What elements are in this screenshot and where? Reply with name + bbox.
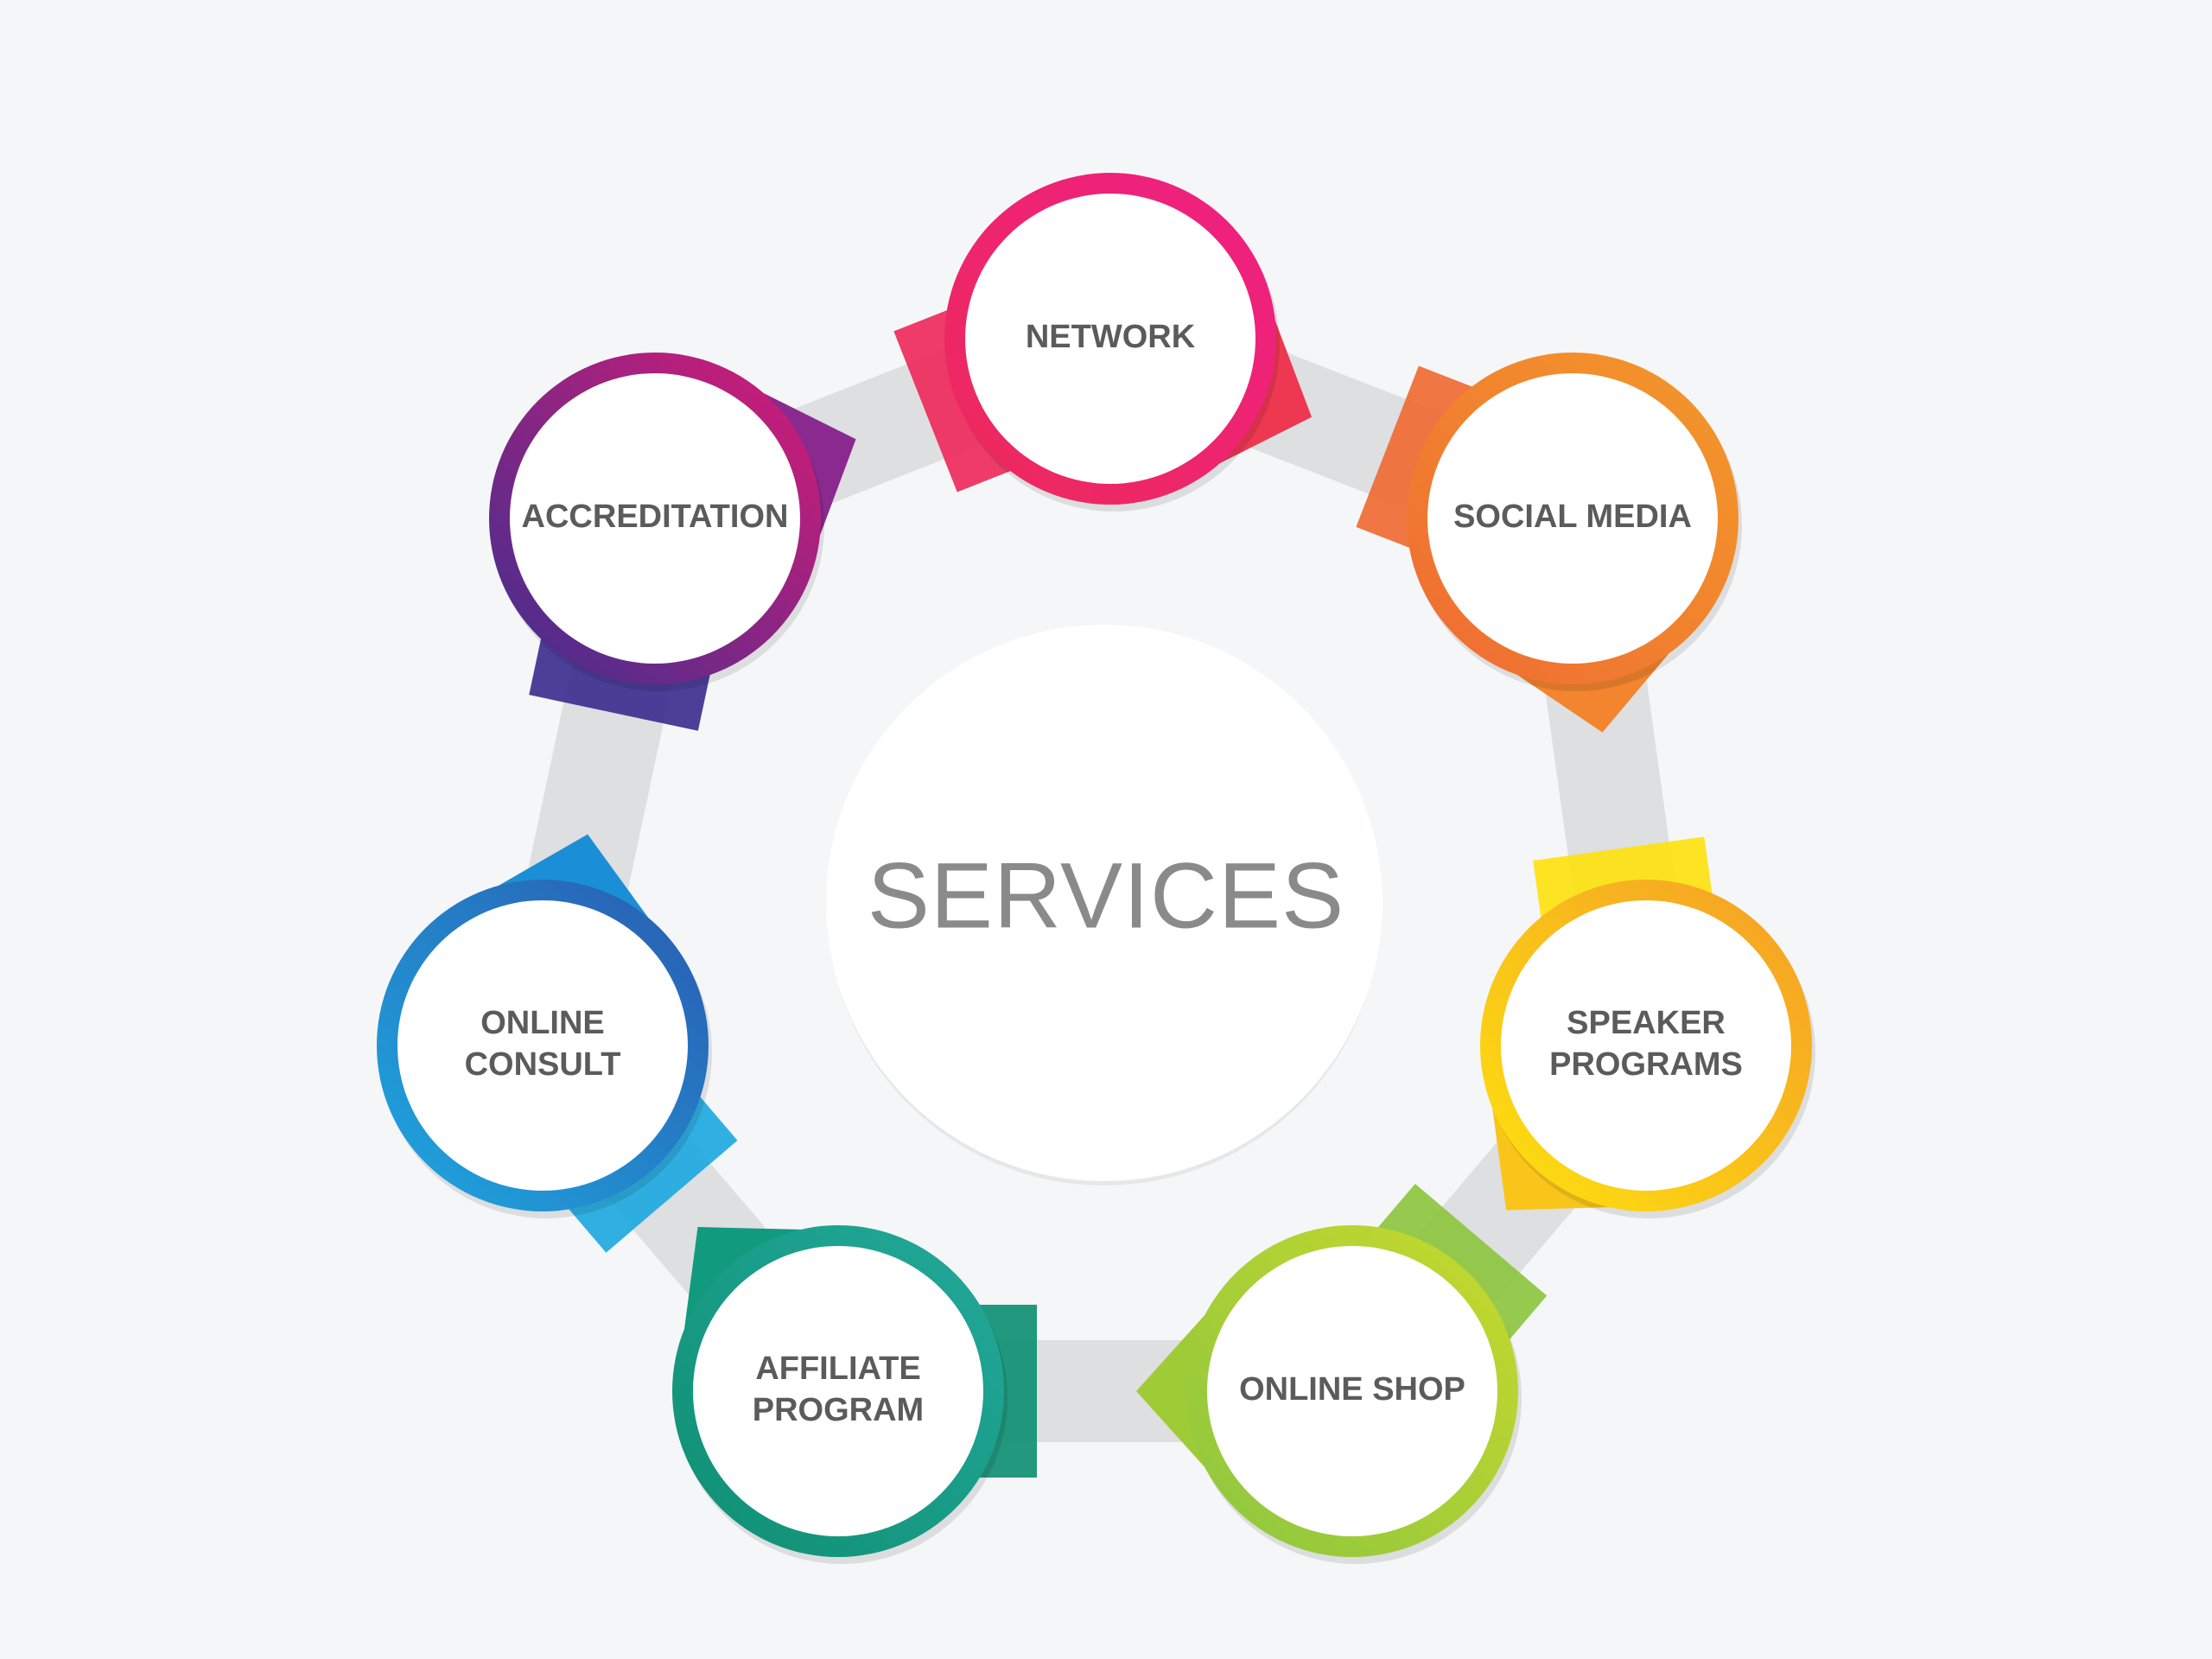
node-label: ACCREDITATION <box>522 499 789 535</box>
center-hub: SERVICES <box>826 625 1382 1185</box>
node-label: NETWORK <box>1026 319 1196 355</box>
node-accreditation: ACCREDITATION <box>489 353 824 691</box>
node-label: AFFILIATE <box>755 1351 920 1387</box>
node-speaker-programs: SPEAKER PROGRAMS <box>1480 880 1815 1218</box>
node-affiliate-program: AFFILIATE PROGRAM <box>672 1225 1007 1564</box>
node-label: PROGRAMS <box>1549 1046 1743 1083</box>
node-label: ONLINE SHOP <box>1239 1371 1465 1408</box>
node-online-shop: ONLINE SHOP <box>1186 1225 1522 1564</box>
node-network: NETWORK <box>944 173 1280 512</box>
node-label: SOCIAL MEDIA <box>1453 499 1692 535</box>
node-disc <box>965 194 1255 484</box>
center-circle <box>826 625 1382 1181</box>
node-label: ONLINE <box>480 1005 605 1041</box>
center-label: SERVICES <box>868 843 1344 948</box>
node-label: CONSULT <box>465 1046 621 1083</box>
node-disc <box>1427 373 1718 664</box>
node-disc <box>510 373 800 664</box>
node-disc <box>1207 1246 1497 1536</box>
node-label: PROGRAM <box>753 1392 924 1428</box>
node-disc <box>1501 900 1791 1191</box>
node-disc <box>693 1246 983 1536</box>
node-disc <box>397 900 688 1191</box>
node-layer: NETWORK SOCIAL MEDIA SPEAKER PROGRAMS ONLINE… <box>377 173 1815 1564</box>
node-social-media: SOCIAL MEDIA <box>1407 353 1742 691</box>
node-online-consult: ONLINE CONSULT <box>377 880 712 1218</box>
node-label: SPEAKER <box>1567 1005 1726 1041</box>
